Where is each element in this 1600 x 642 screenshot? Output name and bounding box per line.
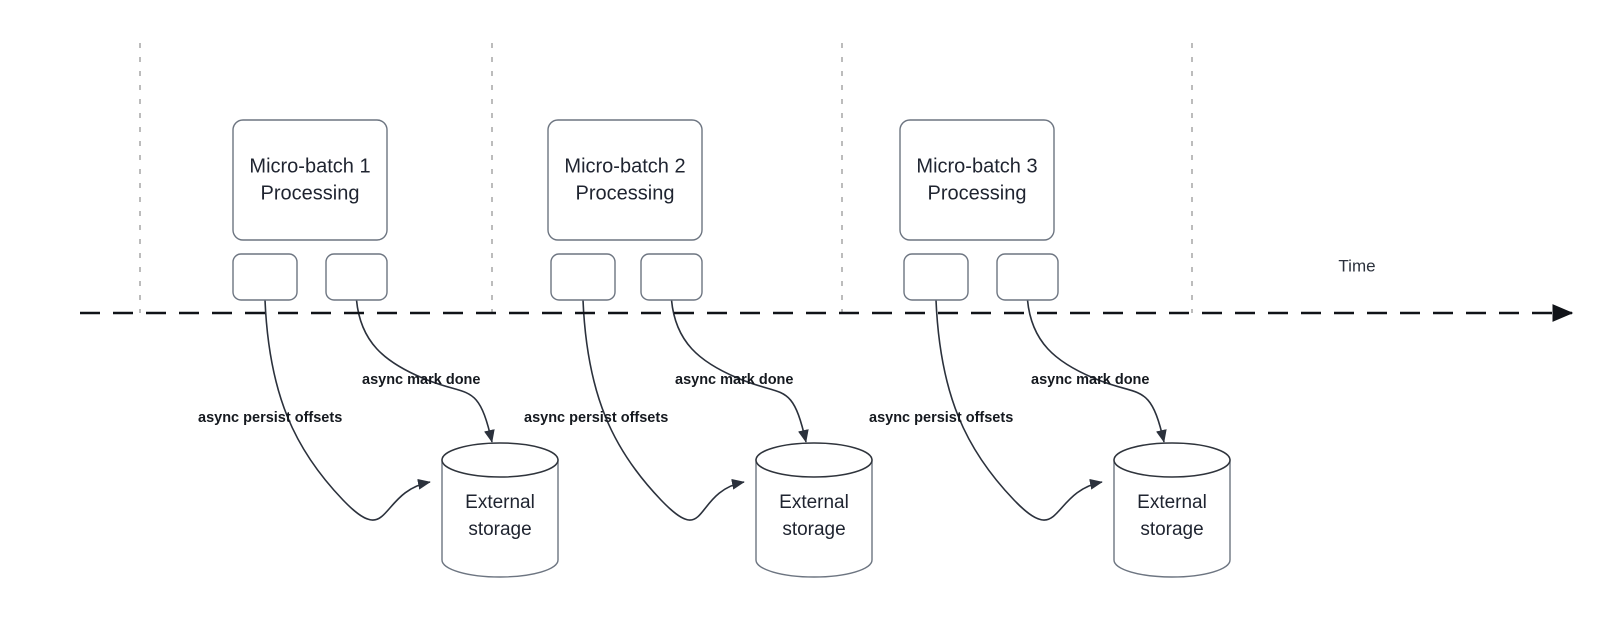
micro-batch-subtitle-1: Processing xyxy=(261,182,360,204)
micro-batch-title-1: Micro-batch 1 xyxy=(249,155,370,177)
micro-batch-subtitle-3: Processing xyxy=(928,182,1027,204)
external-storage-label-line1-2: External xyxy=(779,492,849,513)
persist-offsets-task-3[interactable] xyxy=(903,253,969,301)
micro-batch-title-2: Micro-batch 2 xyxy=(564,155,685,177)
async-mark-done-label-3: async mark done xyxy=(1031,372,1149,388)
external-storage-label-line1-3: External xyxy=(1137,492,1207,513)
micro-batch-process-box-2[interactable] xyxy=(547,119,703,241)
mark-done-task-2[interactable] xyxy=(640,253,703,301)
async-persist-offsets-connector-1 xyxy=(264,299,431,521)
external-storage-label-line2-3: storage xyxy=(1140,519,1203,540)
mark-done-task-1[interactable] xyxy=(325,253,388,301)
async-mark-done-connector-1 xyxy=(355,299,495,443)
persist-offsets-task-1[interactable] xyxy=(232,253,298,301)
external-storage-label-line1-1: External xyxy=(465,492,535,513)
async-persist-offsets-connector-2 xyxy=(582,299,745,521)
time-axis: Time xyxy=(80,256,1574,322)
external-storage-cylinder-top-3 xyxy=(1113,442,1231,478)
external-storage-label-line2-1: storage xyxy=(468,519,531,540)
mark-done-task-3[interactable] xyxy=(996,253,1059,301)
async-persist-offsets-label-3: async persist offsets xyxy=(869,410,1013,426)
async-mark-done-connector-2 xyxy=(670,299,809,443)
async-persist-offsets-label-1: async persist offsets xyxy=(198,410,342,426)
async-persist-offsets-label-2: async persist offsets xyxy=(524,410,668,426)
timeline-tick-lines xyxy=(139,43,1193,313)
external-storage-cylinder-body-1[interactable] xyxy=(441,459,559,578)
time-axis-label: Time xyxy=(1338,256,1375,275)
micro-batch-title-3: Micro-batch 3 xyxy=(916,155,1037,177)
external-storage-cylinder-body-3[interactable] xyxy=(1113,459,1231,578)
connector-edges xyxy=(264,299,1167,521)
async-mark-done-label-2: async mark done xyxy=(675,372,793,388)
async-persist-offsets-connector-3 xyxy=(935,299,1103,521)
micro-batch-subtitle-2: Processing xyxy=(576,182,675,204)
external-storage-cylinder-top-2 xyxy=(755,442,873,478)
persist-offsets-task-2[interactable] xyxy=(550,253,616,301)
edge-labels: async persist offsets async mark done asyn… xyxy=(198,372,1149,426)
external-storage-cylinder-body-2[interactable] xyxy=(755,459,873,578)
async-mark-done-connector-3 xyxy=(1026,299,1167,443)
external-storage-label-line2-2: storage xyxy=(782,519,845,540)
external-storage-cylinder-top-1 xyxy=(441,442,559,478)
micro-batch-process-box-3[interactable] xyxy=(899,119,1055,241)
micro-batch-process-box-1[interactable] xyxy=(232,119,388,241)
async-mark-done-label-1: async mark done xyxy=(362,372,480,388)
